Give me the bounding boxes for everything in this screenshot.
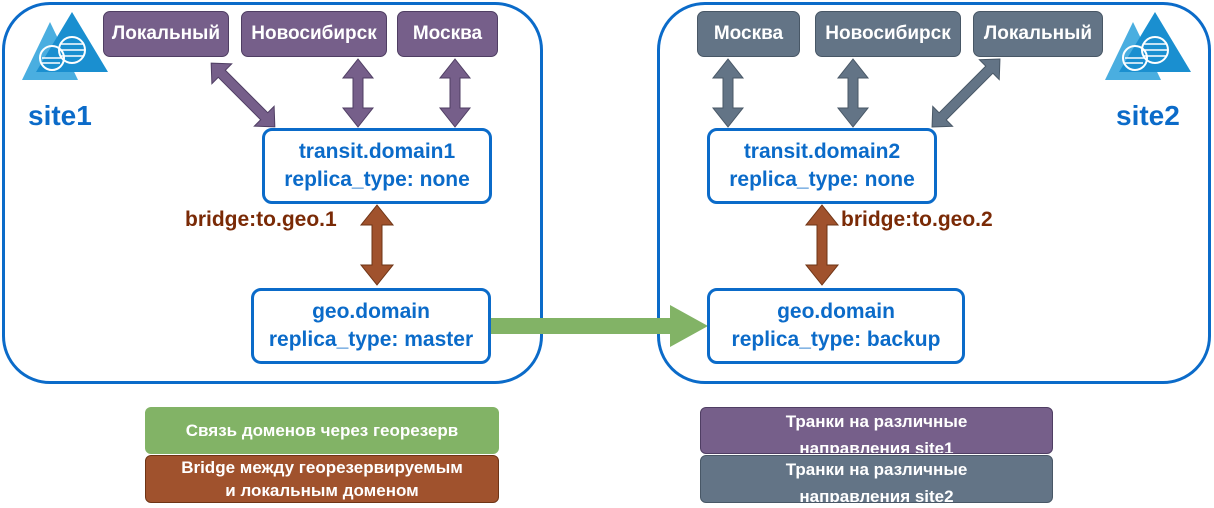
site2-container (657, 2, 1211, 384)
legend-bridge: Bridge между георезервируемым и локальны… (145, 455, 499, 503)
trunk-site2-moscow[interactable]: Москва (697, 11, 800, 57)
geo-domain-site1-box[interactable]: geo.domain replica_type: master (251, 288, 491, 364)
server-cluster-logo-icon (22, 12, 108, 80)
bridge-site1-label: bridge:to.geo.1 (185, 208, 337, 231)
site2-label: site2 (1116, 100, 1180, 131)
geo-domain-site2-box[interactable]: geo.domain replica_type: backup (707, 288, 965, 364)
legend-bridge-line1: Bridge между георезервируемым (181, 458, 463, 477)
legend-trunks-site2: Транки на различные направления site2 (700, 455, 1053, 503)
transit-domain2-box[interactable]: transit.domain2 replica_type: none (707, 128, 937, 204)
site1-label: site1 (28, 100, 92, 131)
legend-trunks-site2-line2: направления site2 (799, 487, 954, 503)
bridge-site2-label: bridge:to.geo.2 (841, 208, 993, 231)
geo-domain-site2-replica: replica_type: backup (731, 328, 941, 351)
transit-domain2-name: transit.domain2 (743, 140, 901, 163)
legend-trunks-site1-line2: направления site1 (799, 439, 954, 454)
trunk-site1-moscow[interactable]: Москва (397, 11, 498, 57)
legend-trunks-site2-line1: Транки на различные (785, 460, 968, 479)
legend-bridge-line2: и локальным доменом (225, 481, 419, 500)
trunk-site1-local[interactable]: Локальный (103, 11, 229, 57)
geo-domain-site1-replica: replica_type: master (268, 328, 474, 351)
transit-domain1-name: transit.domain1 (298, 140, 456, 163)
site1-container (2, 2, 543, 384)
server-cluster-logo-icon (1105, 12, 1191, 80)
legend-georeserve-text: Связь доменов через георезерв (185, 420, 459, 440)
transit-domain2-replica: replica_type: none (729, 168, 915, 191)
legend-georeserve: Связь доменов через георезерв (145, 407, 499, 454)
legend-trunks-site1-line1: Транки на различные (785, 412, 968, 431)
legend-trunks-site1: Транки на различные направления site1 (700, 407, 1053, 454)
transit-domain1-replica: replica_type: none (284, 168, 470, 191)
geo-domain-site1-name: geo.domain (312, 300, 430, 323)
trunk-site2-local[interactable]: Локальный (973, 11, 1103, 57)
trunk-site1-novosibirsk[interactable]: Новосибирск (241, 11, 387, 57)
geo-domain-site2-name: geo.domain (777, 300, 895, 323)
transit-domain1-box[interactable]: transit.domain1 replica_type: none (262, 128, 492, 204)
trunk-site2-novosibirsk[interactable]: Новосибирск (815, 11, 961, 57)
